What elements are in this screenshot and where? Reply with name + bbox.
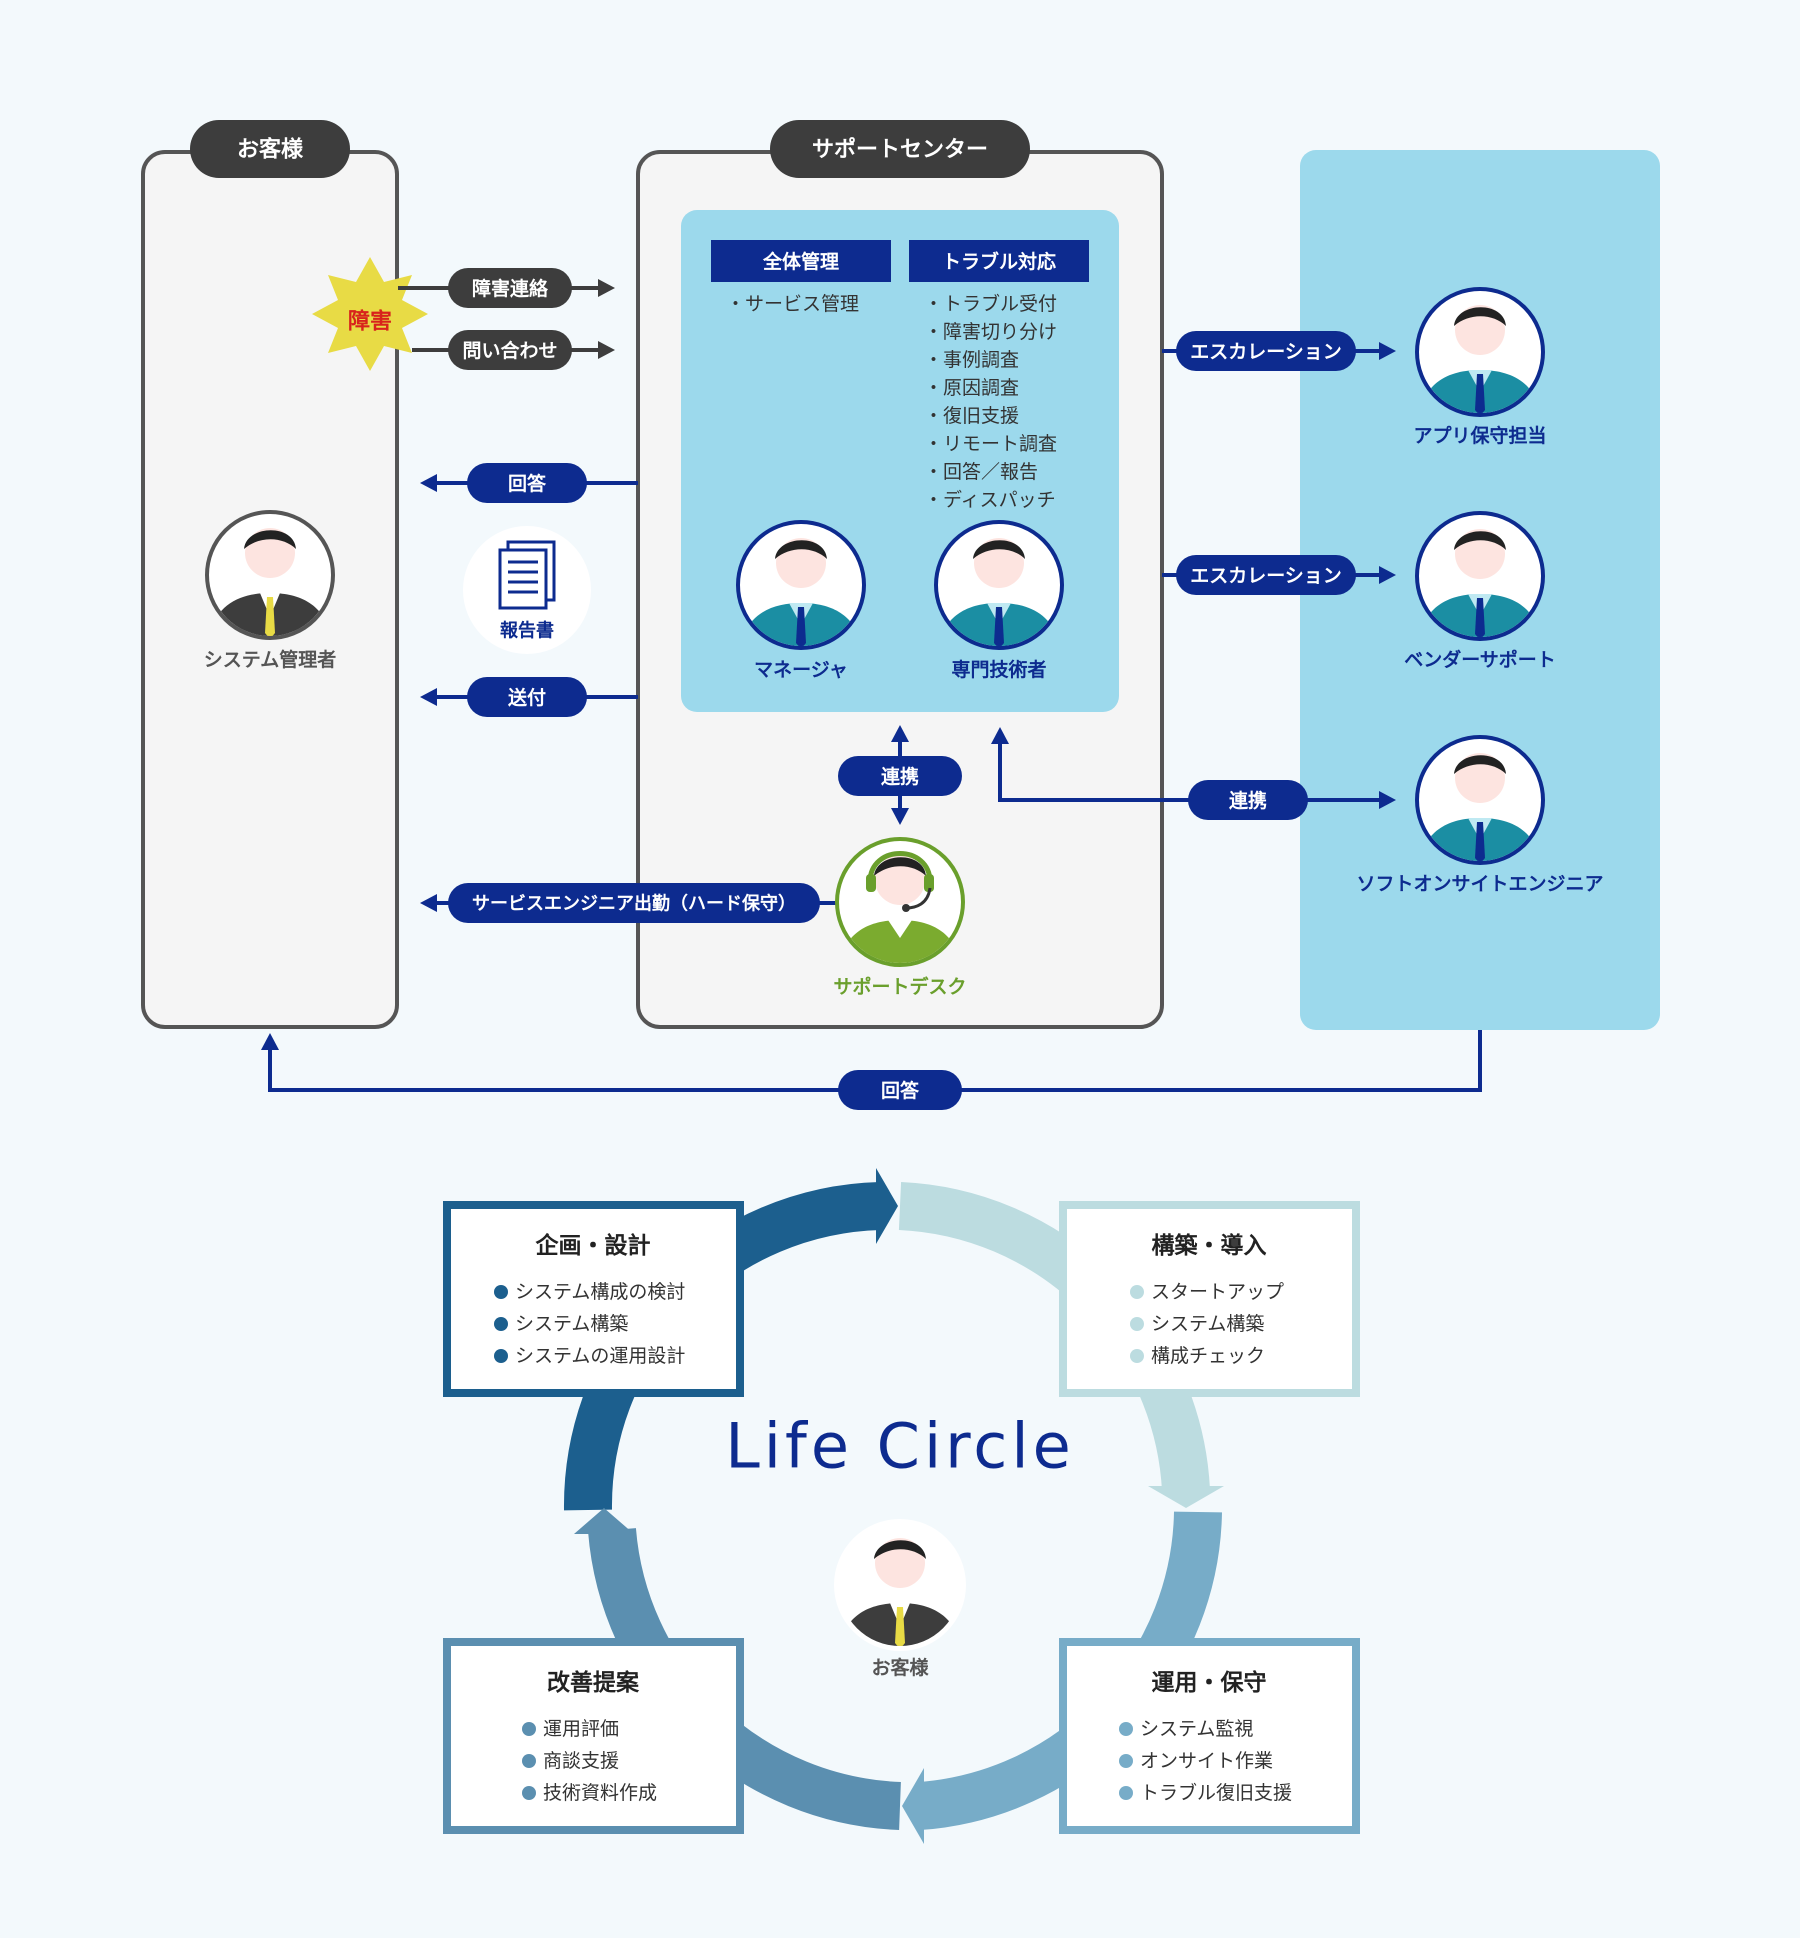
center-customer-avatar [834, 1519, 966, 1651]
col1-header: 全体管理 [762, 250, 839, 273]
system-admin-avatar [205, 510, 335, 640]
arrow-label: 回答 [881, 1079, 920, 1102]
partner-label: ソフトオンサイトエンジニア [1356, 873, 1603, 895]
engineer-label: 専門技術者 [951, 658, 1046, 681]
arrow-incident-contact: 障害連絡 [398, 268, 615, 308]
phase-item: 商談支援 [543, 1750, 619, 1772]
phase-title: 構築・導入 [1152, 1232, 1267, 1259]
col2-header: トラブル対応 [942, 250, 1056, 273]
admin-label: システム管理者 [204, 648, 336, 671]
col2-header-bg [909, 240, 1089, 282]
col1-item: ・サービス管理 [726, 293, 859, 315]
arrow-label: 問い合わせ [462, 339, 557, 362]
partner-label: アプリ保守担当 [1413, 424, 1546, 447]
col1-header-bg [711, 240, 891, 282]
phase-item: オンサイト作業 [1140, 1750, 1273, 1772]
life-circle-title: Life Circle [725, 1410, 1075, 1483]
col2-items: ・トラブル受付 ・障害切り分け ・事例調査 ・原因調査 ・復旧支援 ・リモート調… [924, 292, 1057, 511]
phase-item: 運用評価 [543, 1718, 619, 1740]
arrow-collab-internal: 連携 [838, 725, 962, 825]
arrow-collab-external: 連携 [991, 727, 1396, 820]
partner-label: ベンダーサポート [1404, 648, 1556, 671]
arrow-answer: 回答 [420, 463, 638, 503]
arrow-label: 送付 [508, 686, 546, 709]
phase-item: システム監視 [1140, 1718, 1253, 1740]
phase-title: 改善提案 [547, 1669, 640, 1696]
ring-arrowhead [574, 1508, 634, 1534]
incident-label: 障害 [348, 309, 392, 335]
ring-arrowhead [902, 1768, 924, 1844]
support-inner-panel [681, 210, 1119, 712]
center-label: お客様 [871, 1656, 929, 1679]
phase-box-improve: 改善提案 運用評価 商談支援 技術資料作成 [443, 1638, 744, 1834]
ring-arrowhead [1148, 1486, 1224, 1508]
col2-item: ・事例調査 [924, 349, 1019, 371]
manager-label: マネージャ [754, 659, 848, 681]
phase-item: トラブル復旧支援 [1140, 1781, 1292, 1804]
arrow-label: 連携 [881, 765, 919, 788]
phase-item: システム構成の検討 [515, 1281, 685, 1303]
support-center-title-pill [770, 120, 1030, 178]
arrow-label: エスカレーション [1190, 341, 1342, 363]
partner-avatar-onsite [1415, 735, 1545, 865]
arrow-label: エスカレーション [1190, 565, 1342, 587]
headset-icon [866, 851, 934, 912]
customer-title: お客様 [237, 137, 304, 163]
burst-icon [312, 257, 428, 371]
arrow-inquiry: 問い合わせ [412, 330, 615, 370]
arrow-answer-bottom: 回答 [261, 1030, 1482, 1110]
col2-item: ・回答／報告 [924, 461, 1038, 483]
partner-avatar-vendor [1415, 511, 1545, 641]
phase-item: システム構築 [1151, 1313, 1264, 1335]
arrow-label: 連携 [1229, 789, 1267, 812]
phase-item: システム構築 [515, 1313, 628, 1335]
phase-item: スタートアップ [1151, 1281, 1284, 1303]
arrow-escalation-2: エスカレーション [1162, 555, 1396, 595]
incident-burst: 障害 [312, 257, 428, 371]
phase-box-ops: 運用・保守 システム監視 オンサイト作業 トラブル復旧支援 [1059, 1638, 1360, 1834]
report-doc: 報告書 [463, 526, 591, 654]
col2-item: ・原因調査 [924, 377, 1019, 399]
col2-item: ・障害切り分け [924, 321, 1057, 343]
support-center-title: サポートセンター [812, 137, 988, 163]
col2-item: ・トラブル受付 [924, 292, 1057, 315]
phase-box-plan: 企画・設計 システム構成の検討 システム構築 システムの運用設計 [443, 1201, 744, 1397]
col2-item: ・復旧支援 [924, 405, 1019, 427]
phase-title: 運用・保守 [1152, 1669, 1267, 1696]
phase-item: 技術資料作成 [543, 1782, 657, 1804]
phase-item: 構成チェック [1151, 1345, 1265, 1367]
support-desk-avatar [835, 837, 965, 967]
arrow-label: サービスエンジニア出勤（ハード保守） [472, 893, 796, 915]
document-icon [498, 540, 556, 610]
phase-item: システムの運用設計 [515, 1345, 685, 1367]
phase-box-build: 構築・導入 スタートアップ システム構築 構成チェック [1059, 1201, 1360, 1397]
arrow-label: 回答 [508, 472, 547, 495]
arrow-label: 障害連絡 [472, 277, 549, 300]
partner-avatar-app [1415, 287, 1545, 417]
arrow-escalation-1: エスカレーション [1162, 331, 1396, 371]
desk-label: サポートデスク [833, 975, 966, 998]
col2-item: ・リモート調査 [924, 433, 1057, 455]
ring-arrowhead [876, 1168, 898, 1244]
report-label: 報告書 [500, 620, 554, 642]
customer-title-pill [190, 120, 350, 178]
arrow-send: 送付 [420, 677, 638, 717]
phase-title: 企画・設計 [535, 1232, 651, 1259]
col2-item: ・ディスパッチ [924, 489, 1056, 511]
engineer-avatar [934, 520, 1064, 650]
arrow-dispatch: サービスエンジニア出勤（ハード保守） [420, 883, 840, 923]
manager-avatar [736, 520, 866, 650]
